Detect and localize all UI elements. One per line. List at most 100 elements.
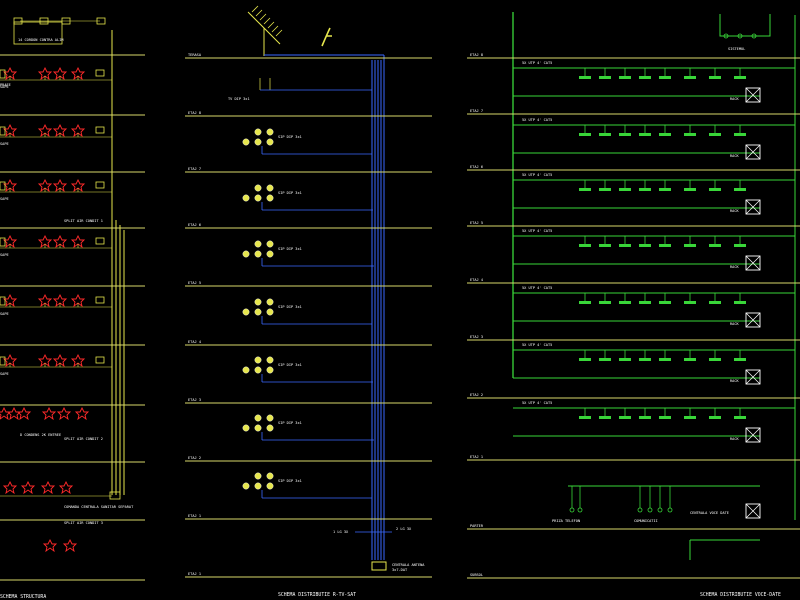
floor-label: ETAJ 7 — [470, 109, 483, 113]
star-fixture-icon — [70, 178, 86, 193]
rj45-outlet-icon — [684, 188, 696, 191]
socket-icon — [0, 181, 6, 191]
star-fixture-icon — [74, 406, 90, 421]
rj45-outlet-icon — [734, 133, 746, 136]
tv-socket-icon — [254, 128, 262, 136]
left-row-label: SAPE — [0, 253, 9, 257]
tv-socket-icon — [254, 472, 262, 480]
distribution-box-icon — [109, 491, 121, 500]
cable-label: 5X UTP 4' CAT5 — [522, 61, 552, 65]
star-fixture-icon — [70, 234, 86, 249]
middle-panel-title: SCHEMA DISTRIBUTIE R-TV-SAT — [278, 592, 356, 598]
star-fixture-icon — [52, 293, 68, 308]
star-fixture-icon — [52, 66, 68, 81]
sat-outlet-group: SIP DIP 3x1 — [242, 356, 373, 383]
rj45-outlet-icon — [659, 188, 671, 191]
tv-socket-icon — [266, 194, 274, 202]
outlet-label: SIP DIP 3x1 — [278, 247, 302, 251]
tv-socket-icon — [266, 128, 274, 136]
junction-box-icon — [95, 69, 105, 77]
junction-box-icon — [95, 237, 105, 245]
rj45-outlet-icon — [599, 244, 611, 247]
rj45-outlet-icon — [619, 244, 631, 247]
star-fixture-icon — [56, 406, 72, 421]
floor-label: ETAJ 7 — [188, 167, 201, 171]
floor-label: ETAJ 5 — [470, 221, 483, 225]
rack-label: RACK — [730, 209, 739, 213]
socket-icon — [0, 69, 6, 79]
tv-socket-icon — [266, 482, 274, 490]
rj45-outlet-icon — [709, 133, 721, 136]
sat-outlet-group: SIP DIP 3x1 — [242, 414, 374, 441]
tv-socket-icon — [254, 240, 262, 248]
star-fixture-icon — [70, 123, 86, 138]
tv-socket-icon — [254, 138, 262, 146]
floor-label: SUBSOL — [470, 573, 483, 577]
rj45-outlet-icon — [639, 133, 651, 136]
phone-outlet-icon — [577, 507, 583, 513]
tv-socket-icon — [242, 424, 250, 432]
floor-label: ETAJ 1 — [188, 572, 201, 576]
tv-socket-icon — [254, 298, 262, 306]
star-fixture-icon — [2, 234, 18, 249]
phone-outlet-icon — [569, 507, 575, 513]
star-fixture-icon — [41, 406, 57, 421]
rj45-outlet-icon — [684, 301, 696, 304]
star-fixture-icon — [2, 480, 18, 495]
parter-label-1: PRIZA TELEFON — [552, 519, 580, 523]
rj45-outlet-icon — [639, 188, 651, 191]
tv-socket-icon — [266, 472, 274, 480]
phone-outlet-icon — [647, 507, 653, 513]
left-box-label: COMANDA CENTRALA SANITAR SEPARAT — [64, 505, 134, 509]
network-node-icon — [751, 33, 757, 39]
star-fixture-icon — [2, 293, 18, 308]
floor-label: ETAJ 1 — [470, 455, 483, 459]
star-fixture-icon — [37, 123, 53, 138]
rj45-outlet-icon — [579, 76, 591, 79]
cable-label: 5X UTP 4' CAT5 — [522, 173, 552, 177]
rj45-outlet-icon — [734, 188, 746, 191]
rj45-outlet-icon — [734, 301, 746, 304]
rack-box-icon — [745, 427, 761, 443]
cable-label: 5X UTP 4' CAT5 — [522, 118, 552, 122]
floor-label: PARTER — [470, 524, 484, 528]
star-fixture-icon — [62, 538, 78, 553]
floor-label: ETAJ 4 — [470, 278, 483, 282]
right-top-label: SISTEMUL — [728, 47, 745, 51]
rack-label: RACK — [730, 322, 739, 326]
rj45-outlet-icon — [639, 301, 651, 304]
sat-outlet-group: SIP DIP 3x1 — [242, 184, 373, 211]
star-fixture-icon — [52, 353, 68, 368]
middle-top-label: TV DIP 3x1 — [228, 97, 250, 101]
rack-label: RACK — [730, 379, 739, 383]
left-row-label: SAPE — [0, 85, 9, 89]
tv-socket-icon — [266, 250, 274, 258]
rj45-outlet-icon — [659, 133, 671, 136]
rj45-outlet-icon — [579, 416, 591, 419]
cable-label: 5X UTP 4' CAT5 — [522, 229, 552, 233]
star-fixture-icon — [70, 293, 86, 308]
tv-socket-icon — [242, 250, 250, 258]
rj45-outlet-icon — [659, 76, 671, 79]
right-panel-title: SCHEMA DISTRIBUTIE VOCE-DATE — [700, 592, 781, 598]
star-fixture-icon — [37, 293, 53, 308]
floor-label: ETAJ 8 — [188, 111, 201, 115]
antenna-icon — [247, 5, 283, 56]
left-panel-title: SCHEMA STRUCTURA — [0, 594, 46, 600]
rj45-outlet-icon — [599, 133, 611, 136]
floor-label: ETAJ 2 — [470, 393, 483, 397]
outlet-label: SIP DIP 3x1 — [278, 305, 302, 309]
rj45-outlet-icon — [579, 188, 591, 191]
rj45-outlet-icon — [659, 301, 671, 304]
star-fixture-icon — [52, 234, 68, 249]
rack-label: RACK — [730, 97, 739, 101]
star-fixture-icon — [70, 66, 86, 81]
central-antenna-label: CENTRALA ANTENA — [392, 563, 425, 567]
tv-socket-icon — [242, 138, 250, 146]
rj45-outlet-icon — [599, 188, 611, 191]
